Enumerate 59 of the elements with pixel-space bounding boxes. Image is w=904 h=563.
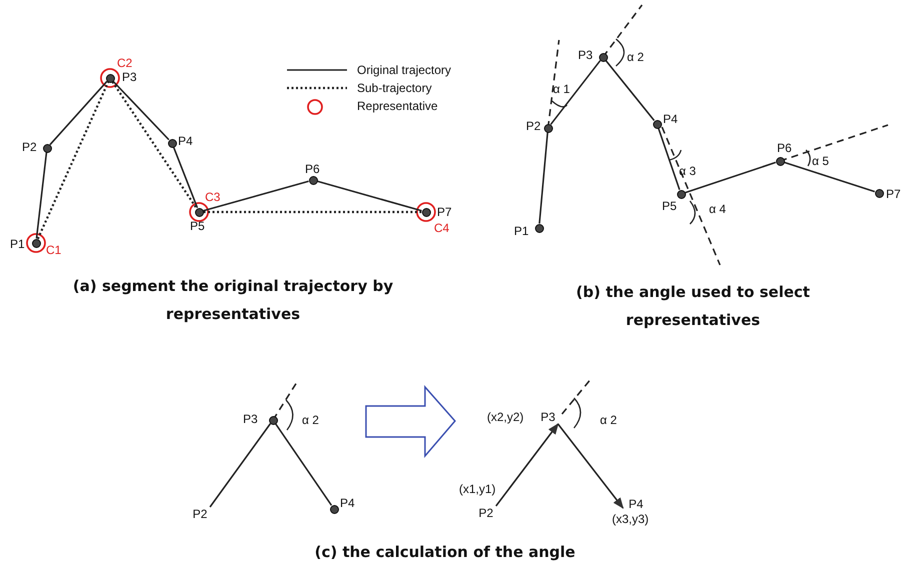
angle-label: α 2 (600, 413, 617, 428)
trajectory-line (36, 82, 110, 240)
legend-text: Original trajectory (357, 62, 452, 78)
point-label: P4 (626, 497, 646, 512)
angle-label: α 1 (553, 82, 570, 97)
angle-label: α 2 (302, 413, 319, 428)
trajectory-line (112, 80, 170, 140)
panel-caption: (c) the calculation of the angle (314, 542, 576, 563)
representative-label: C1 (46, 243, 62, 258)
point-label: P2 (476, 506, 496, 521)
legend-text: Representative (357, 98, 438, 114)
point-label: P3 (243, 412, 258, 427)
point-label: (x2,y2) (487, 410, 524, 425)
trajectory-line (605, 60, 655, 121)
point-label: P4 (340, 496, 355, 511)
trajectory-line (203, 180, 309, 212)
point-label: P2 (526, 119, 541, 134)
point-label: P6 (777, 141, 792, 156)
trajectory-line (209, 423, 271, 508)
trajectory-line (172, 146, 198, 208)
trajectory-line (550, 60, 601, 125)
point-label: P1 (10, 237, 25, 252)
trajectory-line (112, 81, 198, 209)
trajectory-line (685, 162, 776, 194)
point-label: P6 (305, 162, 320, 177)
panel-caption: (b) the angle used to select representatives (575, 282, 811, 331)
point-label: P4 (663, 112, 678, 127)
trajectory-line (36, 152, 48, 239)
arrow (557, 424, 624, 509)
trajectory-line (49, 80, 108, 146)
arrow (495, 423, 559, 506)
point-label: P2 (190, 507, 210, 522)
representative-label: C4 (434, 221, 450, 236)
point-label: P4 (178, 134, 193, 149)
representative-label: C2 (117, 56, 132, 71)
legend-text: Sub-trajectory (357, 80, 432, 96)
point-label: P5 (662, 199, 677, 214)
trajectory-line (317, 180, 422, 212)
angle-label: α 5 (812, 154, 829, 169)
trajectory-line (784, 162, 875, 192)
point-label: P3 (122, 70, 137, 85)
representative-label: C3 (205, 190, 220, 205)
angle-label: α 2 (627, 50, 644, 65)
panel-caption: (a) segment the original trajectory by representatives (72, 276, 394, 325)
point-label: (x1,y1) (459, 482, 496, 497)
trajectory-line (538, 132, 548, 224)
point-label: P7 (437, 205, 452, 220)
point-label: P1 (514, 224, 529, 239)
point-label: P5 (190, 219, 205, 234)
angle-label: α 3 (679, 164, 696, 179)
point-label: P7 (886, 187, 901, 202)
trajectory-line (658, 128, 680, 190)
trajectory-line (274, 423, 332, 506)
point-label: P3 (538, 410, 558, 425)
point-label: P3 (578, 48, 593, 63)
trajectory-line (204, 210, 422, 214)
point-label: P2 (22, 140, 37, 155)
point-label: (x3,y3) (612, 512, 649, 527)
angle-label: α 4 (709, 202, 726, 217)
